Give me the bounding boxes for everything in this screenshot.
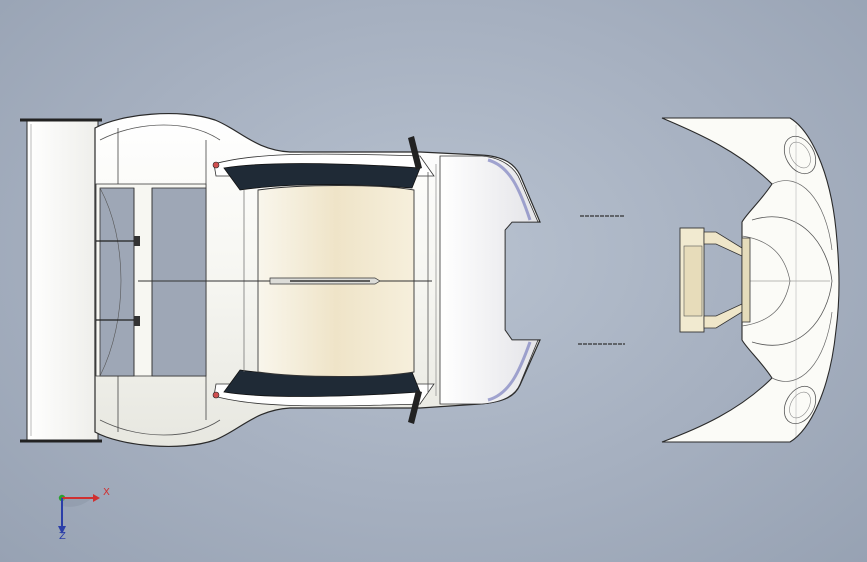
car-body [94,113,541,447]
front-nose-section [661,117,840,443]
explode-dash-lines [578,215,625,345]
axis-triad [58,494,100,534]
axis-x-label: X [103,487,110,498]
axis-z-label: Z [59,531,66,542]
rear-wing [20,118,102,443]
